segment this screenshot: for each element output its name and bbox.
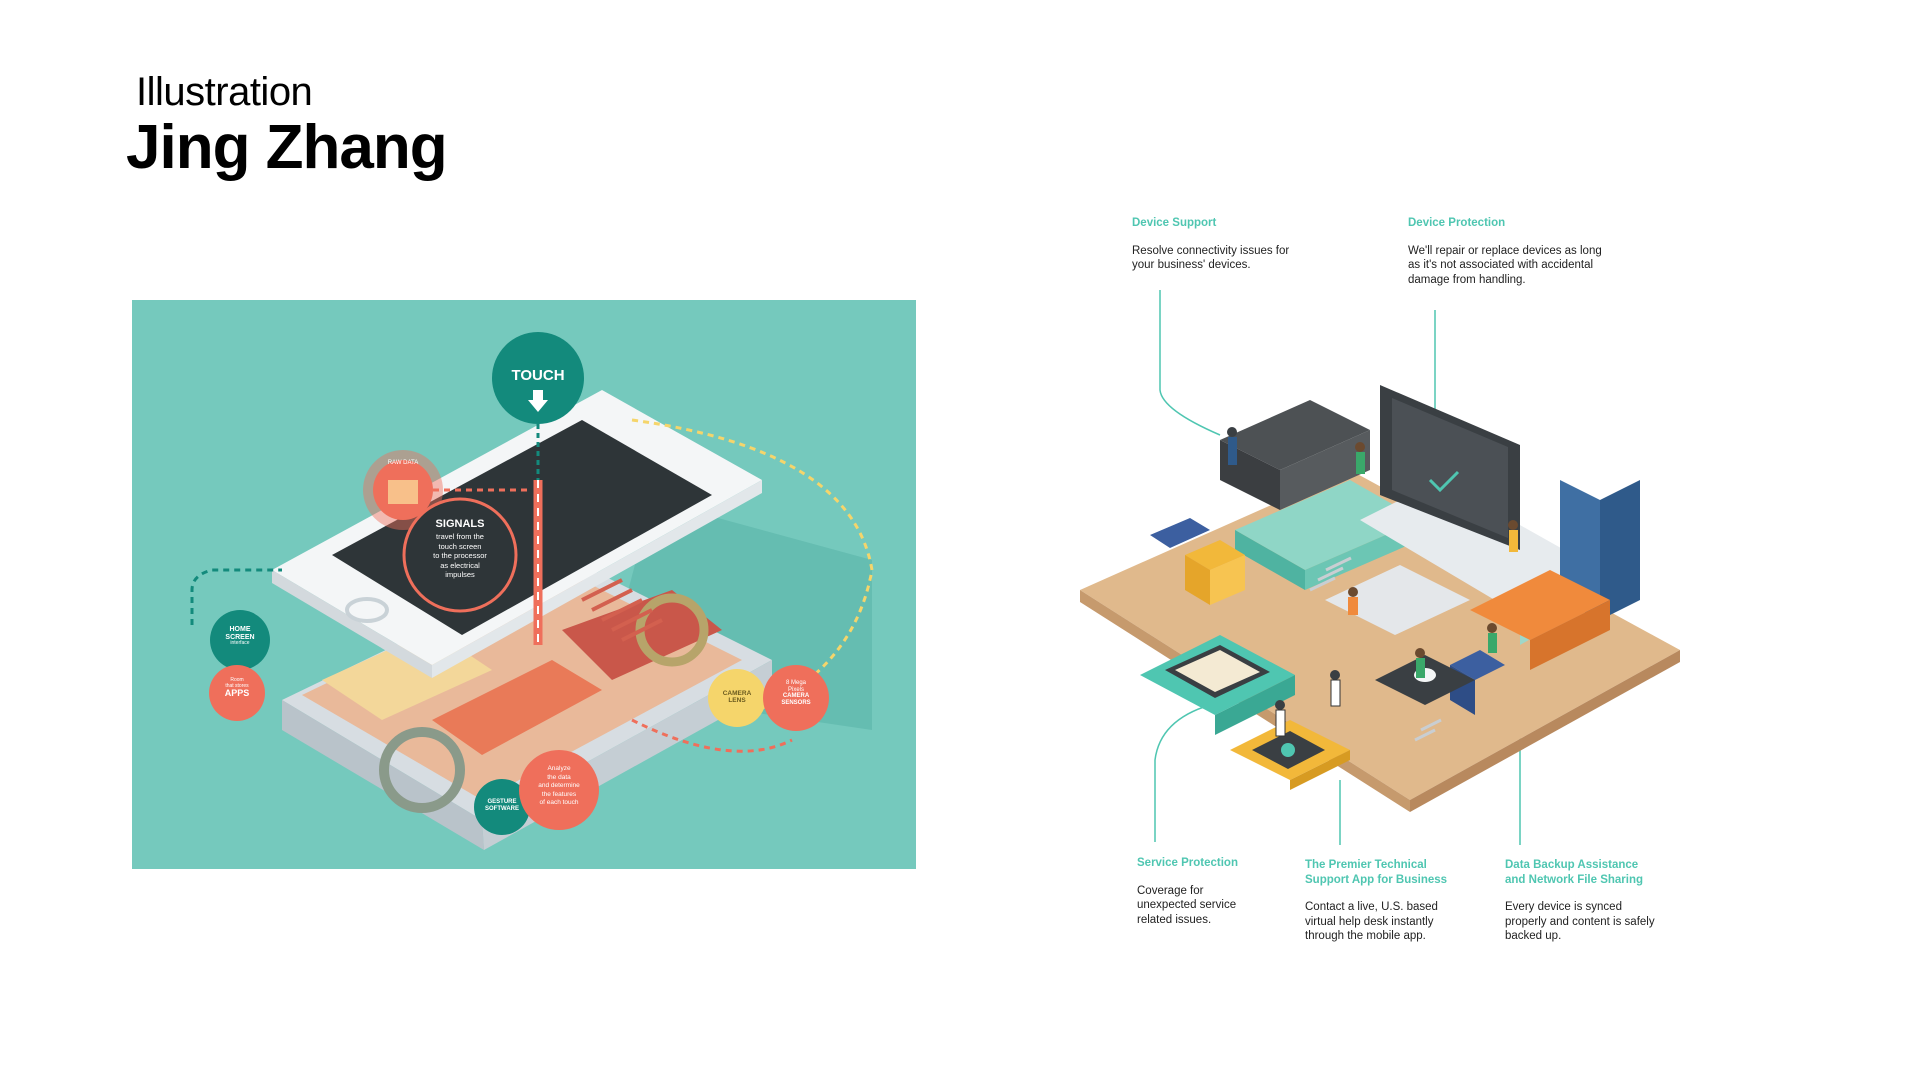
artist-name: Jing Zhang [126, 113, 448, 182]
signals-title: SIGNALS [435, 518, 485, 530]
sensors-line: CAMERA [782, 693, 810, 700]
data-backup-body: Every device is synced properly and cont… [1505, 901, 1655, 942]
service-protection-title: Service Protection [1137, 857, 1238, 869]
device-protection-title: Device Protection [1408, 217, 1506, 229]
analyze-label: Analyze the data and determine the featu… [524, 765, 594, 808]
gesture-label: GESTURE SOFTWARE [477, 799, 527, 812]
illustration-kicker: Illustration [136, 70, 313, 114]
sensors-line: Pixels [787, 686, 804, 693]
analyze-line: and determine [538, 782, 580, 789]
signals-line: touch screen [438, 541, 482, 551]
analyze-line: the data [547, 773, 571, 781]
device-protection-callout: Device Protection We'll repair or replac… [1408, 216, 1608, 287]
premier-app-title: The Premier Technical Support App for Bu… [1305, 859, 1448, 886]
apps-label: Room that stores APPS [209, 677, 265, 699]
device-support-title: Device Support [1132, 217, 1217, 229]
analyze-line: the features [541, 790, 577, 798]
device-protection-body: We'll repair or replace devices as long … [1408, 244, 1602, 286]
analyze-line: Analyze [547, 765, 571, 772]
gesture-line: SOFTWARE [485, 805, 519, 812]
lens-line: LENS [728, 697, 746, 705]
signals-line: to the processor [433, 551, 487, 560]
service-protection-callout: Service Protection Coverage for unexpect… [1137, 856, 1257, 927]
gesture-line: GESTURE [487, 799, 517, 805]
touch-label: TOUCH [511, 367, 565, 384]
data-backup-title: Data Backup Assistance and Network File … [1505, 859, 1644, 886]
raw-data-label: RAW DATA [387, 460, 419, 466]
signals-line: travel from the [436, 532, 484, 541]
sensors-line: 8 Mega [785, 680, 806, 686]
premier-app-body: Contact a live, U.S. based virtual help … [1305, 901, 1438, 942]
home-line: SCREEN [225, 633, 255, 641]
analyze-line: of each touch [539, 799, 579, 806]
device-support-callout: Device Support Resolve connectivity issu… [1132, 216, 1302, 273]
lens-line: CAMERA [722, 690, 752, 697]
office-artwork [1080, 290, 1680, 845]
apps-line: APPS [224, 688, 250, 698]
apps-line: Room [230, 677, 244, 683]
home-line: interface [230, 640, 250, 647]
smartphone-illustration: TOUCH RAW DATA SIGNALS travel from the t… [132, 300, 916, 869]
service-protection-body: Coverage for unexpected service related … [1137, 884, 1237, 926]
apps-line: that stores [225, 682, 249, 689]
data-backup-callout: Data Backup Assistance and Network File … [1505, 858, 1660, 944]
home-screen-label: HOME SCREEN interface [210, 626, 270, 647]
signals-body: travel from the touch screen to the proc… [415, 532, 505, 580]
home-line: HOME [229, 626, 251, 633]
smartphone-artwork [190, 332, 874, 850]
premier-app-callout: The Premier Technical Support App for Bu… [1305, 858, 1460, 944]
office-isometric-illustration: Device Support Resolve connectivity issu… [1080, 160, 1700, 980]
device-support-body: Resolve connectivity issues for your bus… [1132, 244, 1290, 272]
camera-sensors-label: 8 Mega Pixels CAMERA SENSORS [766, 680, 826, 706]
camera-lens-label: CAMERA LENS [712, 690, 762, 704]
signals-line: as electrical [440, 560, 480, 570]
signals-line: impulses [445, 570, 475, 579]
sensors-line: SENSORS [781, 699, 811, 706]
